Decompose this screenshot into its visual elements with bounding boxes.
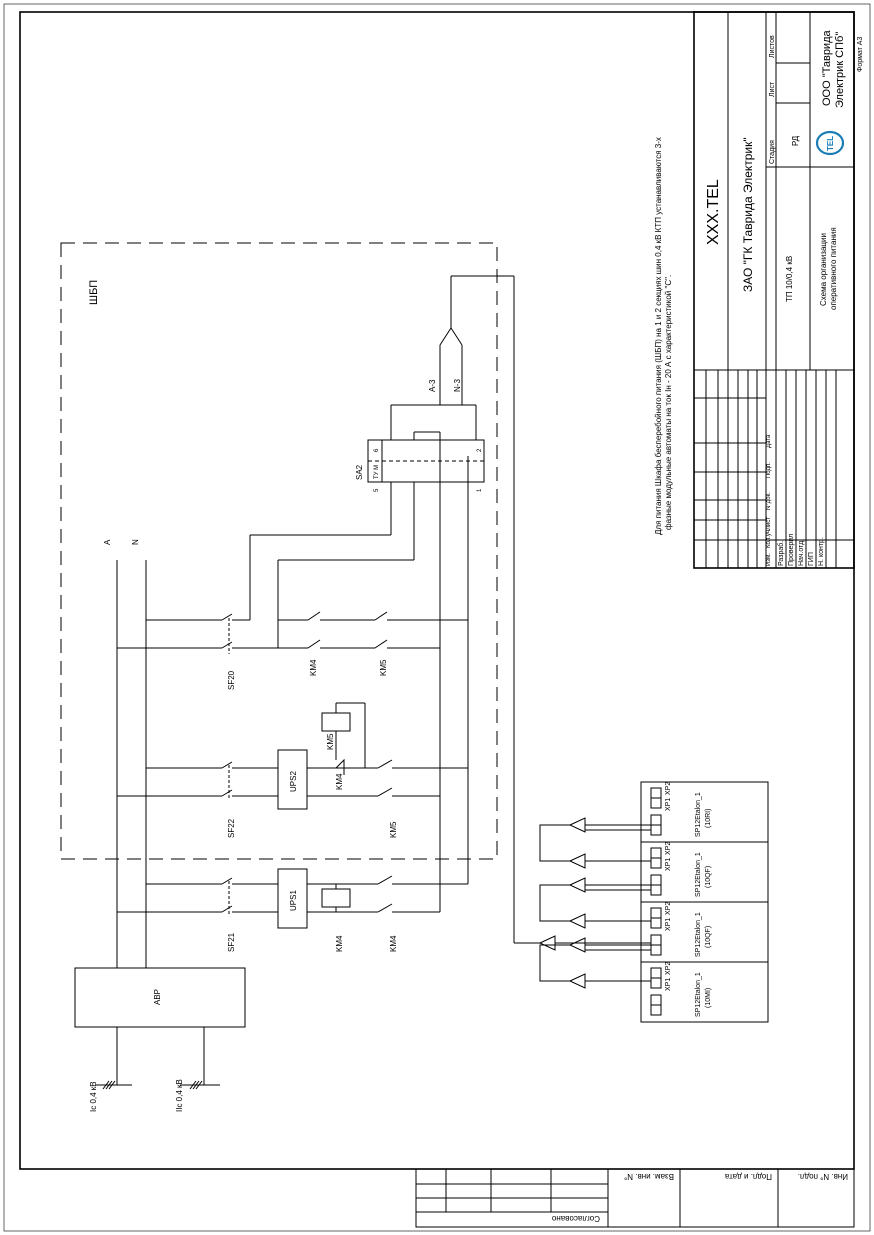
km5-top-label: KM5 [379,659,388,676]
module-code: (10QF) [705,926,712,948]
module-code: (10RI) [705,809,712,828]
sa2-positions: ТУ М [374,465,380,479]
module-labels: SP12Etalon_1(10RI)XP1XP2SP12Etalon_1(10Q… [665,782,712,1017]
margin-block [415,1168,855,1228]
sf20-label: SF20 [227,670,236,690]
drawing-title-2: оперативного питания [829,227,838,310]
schematic-labels: A N Iс 0,4 кВ IIс 0,4 кВ АВР SF20 SF22 S… [89,379,483,1112]
xp2-label: XP2 [665,842,672,855]
module-name: SP12Etalon_1 [695,792,702,837]
inv-podl-label: Инв. N° подл. [798,1172,848,1181]
module-name: SP12Etalon_1 [695,912,702,957]
avr-label: АВР [153,989,162,1005]
margin-block-text: Инв. N° подл. Подп. и дата Взам. инв. N°… [551,1172,848,1223]
xp2-label: XP2 [665,962,672,975]
note-line-2: фазные модульные автоматы на ток Iн - 20… [664,275,673,530]
note: Для питания Шкафа бесперебойного питания… [654,137,673,535]
sheet-header: Лист [769,81,776,97]
revision-col-header: Лист [766,517,772,530]
title-block-text: XXX.TEL ЗАО "ГК Таврида Электрик" ТП 10/… [705,30,864,566]
object-name: ТП 10/0,4 кВ [785,256,794,302]
bus-n-label: N [131,539,140,545]
signature-role: Разраб. [777,541,785,566]
km4-coil-label: KM4 [335,773,344,790]
cabinet-label: ШБП [88,280,100,305]
module-name: SP12Etalon_1 [695,852,702,897]
km5-coil-label: KM5 [326,733,335,750]
cabinet-boundary [60,242,498,860]
note-line-1: Для питания Шкафа бесперебойного питания… [654,137,663,535]
vzam-inv-label: Взам. инв. N° [624,1172,674,1181]
organization: ЗАО "ГК Таврида Электрик" [741,137,755,292]
ups2-label: UPS2 [289,771,298,792]
format-label: Формат А3 [857,37,864,72]
xp1-label: XP1 [665,798,672,811]
revision-col-header: Кол.уч. [766,528,772,548]
company-line-2: Электрик СПб" [834,32,846,108]
sa2-label: SA2 [355,464,364,480]
title-block [693,11,855,569]
signature-role: Проверил [788,534,795,566]
input-1-label: Iс 0,4 кВ [89,1081,98,1112]
revision-col-header: Изм. [766,553,772,566]
revision-col-header: Дата [766,434,772,448]
km4-contact-label: KM4 [389,935,398,952]
module-name: SP12Etalon_1 [695,972,702,1017]
revision-column-headers: Изм. Кол.уч.Лист N°док. Подп. Дата [766,434,772,566]
km4-top-label: KM4 [309,659,318,676]
n3-label: N-3 [453,379,462,392]
xp1-label: XP1 [665,918,672,931]
sheets-header: Листов [769,35,776,58]
sa2-pin-6: 6 [374,448,380,452]
wiring [74,275,769,1090]
revision-col-header: Подп. [766,462,772,478]
company-logo: TEL [815,130,845,156]
signature-role: ГИП [808,552,815,566]
input-2-label: IIс 0,4 кВ [175,1079,184,1112]
xp1-label: XP1 [665,978,672,991]
a3-label: A-3 [428,379,437,392]
revision-col-header: N°док. [766,492,772,510]
xp1-label: XP1 [665,858,672,871]
signature-role: Нач.отд. [798,539,805,566]
km4-ups1-label: KM4 [335,935,344,952]
sa2-pin-2: 2 [477,448,483,452]
drawing-title-1: Схема организации [819,233,828,306]
sf21-label: SF21 [227,932,236,952]
bus-a-label: A [103,539,112,545]
stage-header: Стадия [769,140,776,164]
stage-value: РД [791,135,800,146]
module-code: (10QF) [705,866,712,888]
ups1-label: UPS1 [289,890,298,911]
company-line-1: ООО "Таврида [821,30,833,106]
podp-data-label: Подп. и дата [724,1172,772,1181]
designation: XXX.TEL [705,179,722,245]
xp2-label: XP2 [665,782,672,795]
terminal-blocks [650,787,662,1016]
module-code: (10MI) [705,988,712,1008]
soglasovano-label: Согласовано [551,1214,600,1223]
sf22-label: SF22 [227,818,236,838]
xp2-label: XP2 [665,902,672,915]
sa2-pin-1: 1 [477,488,483,492]
logo-text: TEL [826,136,835,151]
signature-role: Н. контр. [818,537,825,566]
km5-contact-label: KM5 [389,821,398,838]
sa2-pin-5: 5 [374,488,380,492]
